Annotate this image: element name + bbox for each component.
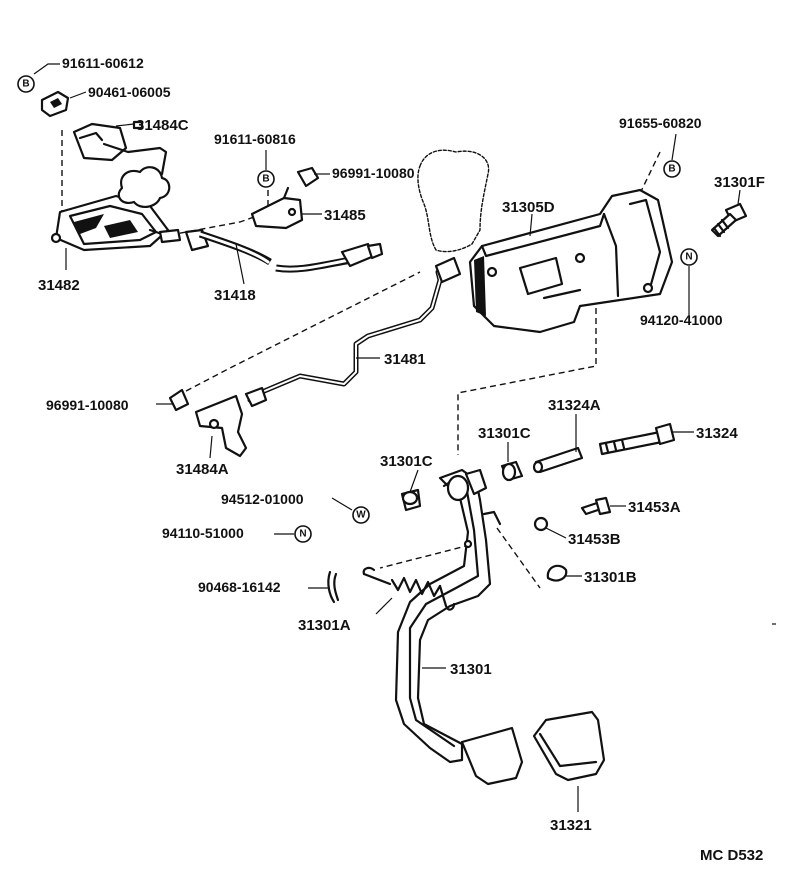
label-96991-10080-left: 96991-10080: [46, 397, 129, 413]
label-31482: 31482: [38, 277, 80, 294]
return-spring-31301A: [362, 566, 456, 611]
label-31301C-left: 31301C: [380, 453, 433, 470]
pedal-support-outline: [417, 149, 490, 253]
symbol-N-94120-41000: N: [680, 248, 698, 266]
label-91611-60816: 91611-60816: [214, 131, 296, 147]
label-31485: 31485: [324, 207, 366, 224]
label-91655-60820: 91655-60820: [619, 115, 702, 131]
label-31301F: 31301F: [714, 174, 765, 191]
nut-31453B: [533, 516, 549, 532]
label-31324A: 31324A: [548, 397, 601, 414]
label-31301: 31301: [450, 661, 492, 678]
label-94512-01000: 94512-01000: [221, 491, 304, 507]
hose-bracket-31485: [250, 166, 320, 230]
bolt-31453A: [580, 496, 612, 516]
clutch-hose-31418: [184, 228, 384, 273]
bolt-31324: [598, 422, 676, 456]
leader-lines: [33, 63, 741, 812]
symbol-B-91655-60820: B: [663, 160, 681, 178]
label-31484C: 31484C: [136, 117, 189, 134]
label-90461-06005: 90461-06005: [88, 84, 171, 100]
label-31301B: 31301B: [584, 569, 637, 586]
symbol-B-91611-60612: B: [17, 75, 35, 93]
clip-90468-16142: [327, 570, 340, 604]
bolt-31301F: [710, 202, 748, 238]
master-cylinder-bracket-31484C: [72, 120, 168, 176]
label-31301A: 31301A: [298, 617, 351, 634]
svg-text:N: N: [685, 252, 692, 263]
svg-text:W: W: [356, 510, 366, 521]
clutch-tube-31481: [244, 265, 449, 408]
part-labels: 91611-60612 90461-06005 31484C 31482 916…: [38, 55, 765, 834]
label-31321: 31321: [550, 817, 592, 834]
label-90468-16142: 90468-16142: [198, 579, 281, 595]
svg-text:B: B: [668, 164, 675, 175]
label-31418: 31418: [214, 287, 256, 304]
label-94120-41000: 94120-41000: [640, 312, 723, 328]
label-94110-51000: 94110-51000: [162, 525, 244, 541]
svg-text:B: B: [22, 79, 29, 90]
collar-31324A: [532, 446, 584, 474]
label-31324: 31324: [696, 425, 738, 442]
label-31453B: 31453B: [568, 531, 621, 548]
nut-90461-06005: [40, 90, 70, 118]
label-31481: 31481: [384, 351, 426, 368]
svg-text:N: N: [299, 529, 306, 540]
diagram-code: MC D532: [700, 847, 763, 864]
pedal-support-31305D: [434, 188, 674, 334]
symbol-B-91611-60816: B: [257, 170, 275, 188]
svg-text:B: B: [262, 174, 269, 185]
symbol-N-94110-51000: N: [294, 525, 312, 543]
bushing-31301C-right: [500, 460, 524, 482]
label-31453A: 31453A: [628, 499, 681, 516]
master-cylinder-31482: [50, 166, 182, 252]
symbol-W-94512-01000: W: [352, 506, 370, 524]
clutch-pedal-31301: [394, 468, 524, 786]
tube-bracket-31484A: [168, 388, 248, 458]
cushion-31301B: [546, 564, 568, 582]
label-31305D: 31305D: [502, 199, 555, 216]
pedal-pad-31321: [532, 710, 606, 782]
bushing-31301C-left: [400, 488, 422, 512]
label-91611-60612: 91611-60612: [62, 55, 144, 71]
label-96991-10080-top: 96991-10080: [332, 165, 415, 181]
label-31484A: 31484A: [176, 461, 229, 478]
label-31301C-right: 31301C: [478, 425, 531, 442]
